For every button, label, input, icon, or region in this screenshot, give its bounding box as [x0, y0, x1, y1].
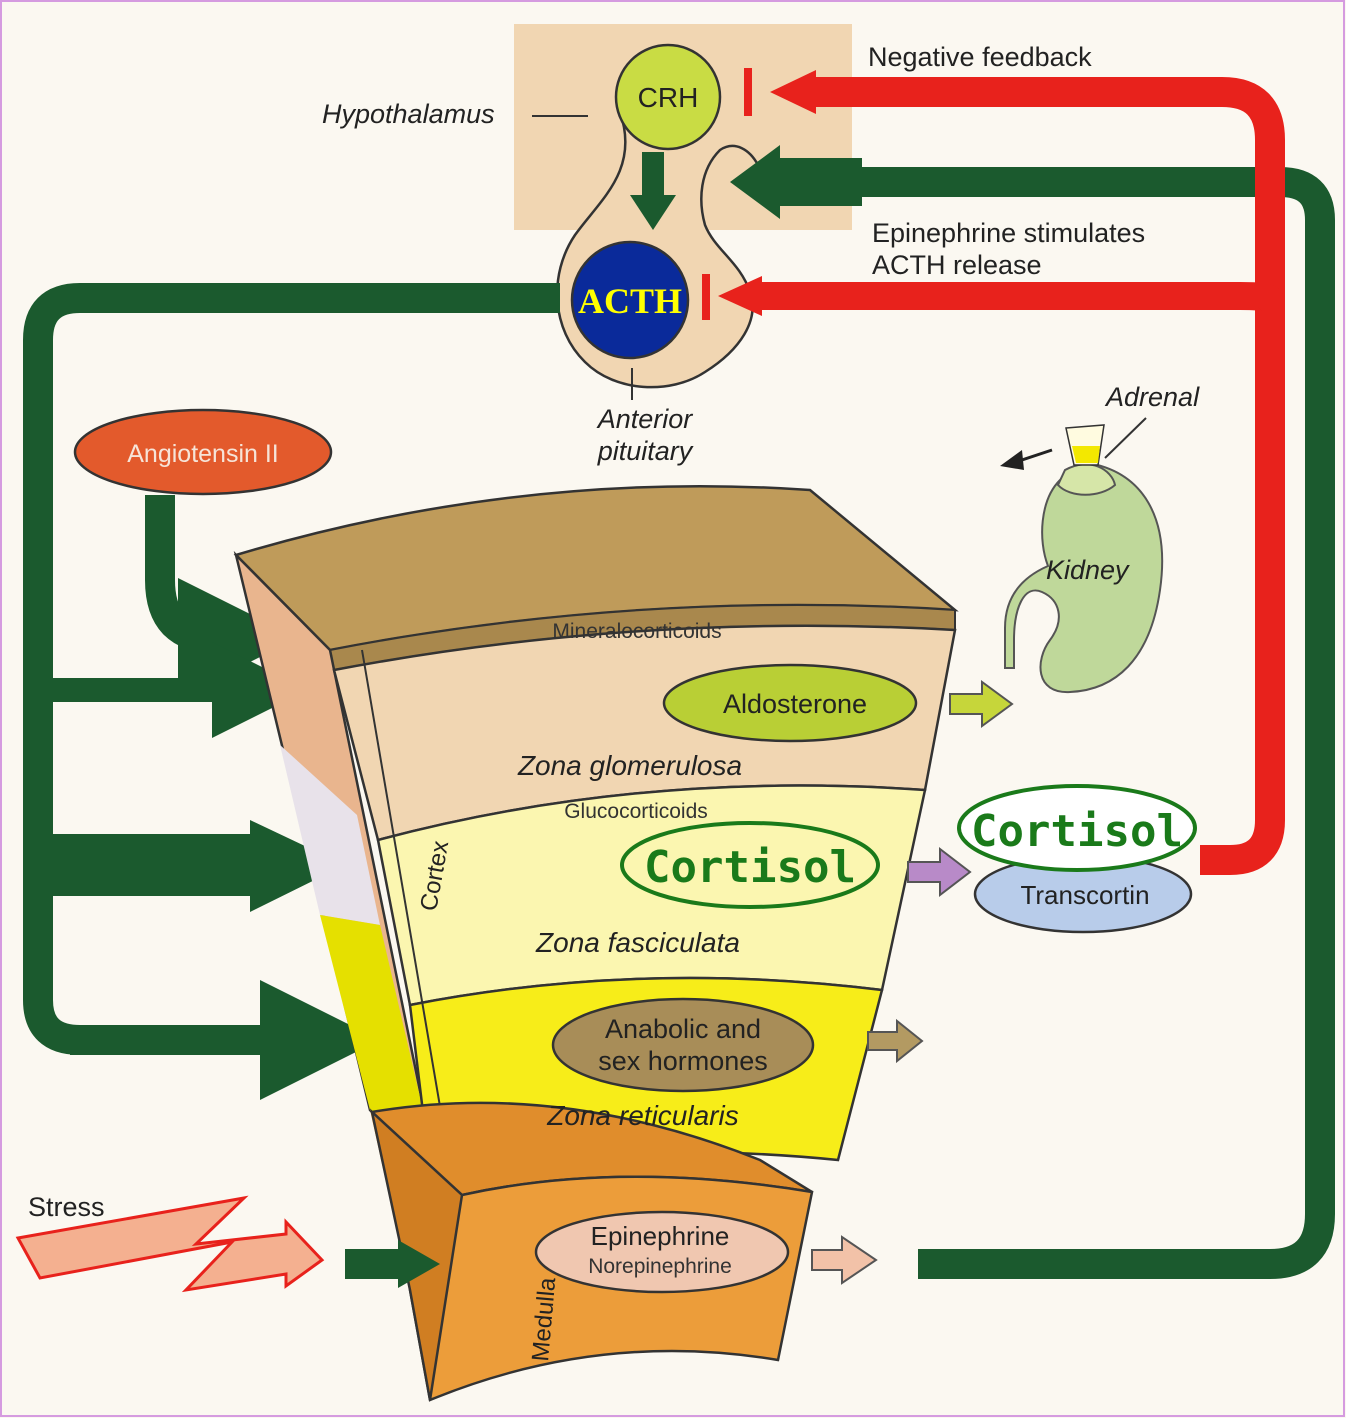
adrenal-gland-highlight — [1072, 446, 1100, 463]
adrenal-pointer-head — [1000, 450, 1024, 470]
anabolic-label-line2: sex hormones — [598, 1046, 768, 1076]
aldosterone-output-arrow — [950, 682, 1012, 726]
anterior-pituitary-label-line1: Anterior — [596, 404, 694, 434]
epinephrine-label: Epinephrine — [591, 1221, 730, 1251]
zona-glomerulosa-label: Zona glomerulosa — [517, 750, 742, 781]
adrenal-label: Adrenal — [1104, 382, 1200, 412]
anabolic-label-line1: Anabolic and — [605, 1014, 761, 1044]
hypothalamus-label: Hypothalamus — [322, 99, 495, 129]
crh-label: CRH — [638, 82, 699, 113]
negative-feedback-line-acth — [760, 296, 1270, 300]
epinephrine-stimulates-label-line2: ACTH release — [872, 250, 1042, 280]
mineralocorticoids-label: Mineralocorticoids — [552, 620, 721, 643]
cortisol-output-arrow — [908, 849, 970, 895]
norepinephrine-label: Norepinephrine — [588, 1255, 732, 1278]
glucocorticoids-label: Glucocorticoids — [564, 800, 708, 823]
acth-label: ACTH — [578, 281, 682, 321]
cortisol-label: Cortisol — [644, 842, 856, 893]
anabolic-hormones-node — [553, 999, 813, 1091]
angiotensin-stimulation-arrow — [160, 495, 238, 638]
transcortin-label: Transcortin — [1020, 880, 1149, 910]
negative-feedback-label: Negative feedback — [868, 42, 1092, 72]
aldosterone-label: Aldosterone — [723, 689, 867, 719]
anterior-pituitary-label-line2: pituitary — [597, 436, 694, 466]
stress-label: Stress — [28, 1192, 105, 1222]
epinephrine-output-arrow — [812, 1237, 876, 1283]
epinephrine-stimulates-label-line1: Epinephrine stimulates — [872, 218, 1145, 248]
angiotensin-label: Angiotensin II — [127, 440, 279, 468]
anabolic-output-arrow — [868, 1021, 922, 1061]
adrenal-leader-line — [1105, 418, 1146, 458]
zona-fasciculata-label: Zona fasciculata — [535, 927, 740, 958]
zona-reticularis-label: Zona reticularis — [546, 1100, 738, 1131]
bound-cortisol-label: Cortisol — [971, 806, 1183, 857]
kidney-label: Kidney — [1046, 555, 1130, 585]
